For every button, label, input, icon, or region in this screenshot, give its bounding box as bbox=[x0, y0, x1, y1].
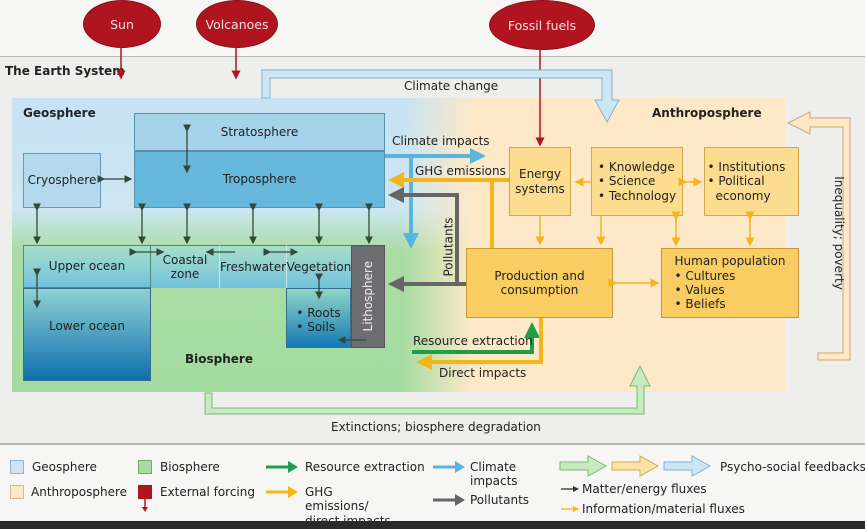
resource-extraction-arrow bbox=[412, 322, 540, 354]
upper-ocean-label: Upper ocean bbox=[48, 259, 126, 274]
lower-ocean-box: Lower ocean bbox=[23, 288, 151, 381]
political-economy-label: Political economy bbox=[715, 174, 771, 203]
beliefs-item: • Beliefs bbox=[674, 297, 726, 312]
inequality-label: Inequality; poverty bbox=[831, 176, 846, 290]
legend-biosphere-swatch bbox=[138, 460, 152, 474]
geosphere-title: Geosphere bbox=[23, 106, 96, 120]
sun-oval: Sun bbox=[83, 0, 161, 48]
direct-impacts-arrow bbox=[416, 318, 543, 370]
roots-item: • Roots bbox=[296, 305, 341, 320]
soils-item: • Soils bbox=[296, 320, 336, 334]
lithosphere-box: Lithosphere bbox=[351, 245, 385, 348]
values-item: • Values bbox=[674, 283, 725, 297]
legend-matter-energy-icon bbox=[561, 486, 579, 492]
biosphere-title: Biosphere bbox=[185, 352, 253, 366]
anthroposphere-title: Anthroposphere bbox=[652, 106, 762, 120]
earth-system-title: The Earth System bbox=[5, 64, 125, 78]
pollutants-troposphere-arrow bbox=[388, 187, 459, 283]
knowledge-label: Knowledge bbox=[608, 159, 675, 174]
cultures-item: • Cultures bbox=[674, 268, 736, 283]
legend-anthroposphere-label: Anthroposphere bbox=[31, 485, 128, 499]
legend-external-forcing-label: External forcing bbox=[160, 485, 255, 499]
institutions-item: • Institutions bbox=[707, 159, 786, 174]
extinctions-label: Extinctions; biosphere degradation bbox=[331, 420, 541, 434]
legend-resource-extraction-label: Resource extraction bbox=[305, 460, 425, 474]
knowledge-list: • Knowledge • Science • Technology bbox=[598, 160, 676, 203]
fossil-fuels-label: Fossil fuels bbox=[507, 17, 577, 33]
stratosphere-box: Stratosphere bbox=[134, 113, 385, 151]
political-economy-item: • Political economy bbox=[707, 174, 771, 203]
energy-systems-label: Energy systems bbox=[515, 167, 565, 196]
soils-label: Soils bbox=[307, 320, 336, 334]
volcanoes-oval: Volcanoes bbox=[196, 0, 278, 48]
legend-pollutants-icon bbox=[433, 494, 465, 506]
cryosphere-box: Cryosphere bbox=[23, 153, 101, 208]
technology-item: • Technology bbox=[597, 188, 677, 203]
legend-climate-impacts-icon bbox=[433, 461, 465, 473]
extinctions-feedback-arrow bbox=[204, 364, 651, 415]
knowledge-box: • Knowledge • Science • Technology bbox=[591, 147, 683, 216]
information-flux-arrows bbox=[535, 177, 755, 288]
science-item: • Science bbox=[597, 174, 656, 189]
institutions-list: • Institutions • Political economy bbox=[708, 160, 796, 203]
legend-psycho-social-icons bbox=[559, 455, 712, 477]
climate-impacts-label: Climate impacts bbox=[392, 134, 490, 148]
legend-psycho-social-label: Psycho-social feedbacks bbox=[720, 460, 865, 474]
ghg-emissions-label: GHG emissions bbox=[415, 164, 506, 178]
legend-information-material-label: Information/material fluxes bbox=[582, 502, 745, 516]
legend-biosphere-label: Biosphere bbox=[160, 460, 220, 474]
troposphere-box: Troposphere bbox=[134, 151, 385, 208]
knowledge-item: • Knowledge bbox=[597, 159, 675, 174]
legend-ghg-icon bbox=[266, 486, 298, 498]
production-consumption-box: Production and consumption bbox=[466, 248, 613, 318]
sun-label: Sun bbox=[110, 16, 134, 32]
values-label: Values bbox=[685, 283, 725, 297]
stratosphere-label: Stratosphere bbox=[220, 124, 299, 139]
roots-soils-list: • Roots • Soils bbox=[296, 306, 340, 335]
climate-change-feedback-arrow bbox=[261, 69, 620, 124]
climate-change-label: Climate change bbox=[404, 79, 499, 93]
resource-extraction-label: Resource extraction bbox=[413, 334, 533, 348]
roots-label: Roots bbox=[307, 305, 341, 320]
science-label: Science bbox=[608, 174, 656, 189]
legend-geosphere-label: Geosphere bbox=[32, 460, 97, 474]
volcanoes-label: Volcanoes bbox=[205, 16, 269, 32]
cultures-label: Cultures bbox=[685, 268, 736, 283]
troposphere-label: Troposphere bbox=[222, 172, 297, 187]
energy-systems-box: Energy systems bbox=[509, 147, 571, 216]
human-population-list: Human population • Cultures • Values • B… bbox=[675, 254, 786, 312]
legend-forcing-arrow-icon bbox=[142, 499, 148, 512]
geosphere-exchange-arrows bbox=[33, 124, 373, 309]
fossil-fuels-oval: Fossil fuels bbox=[489, 0, 595, 50]
legend-pollutants-label: Pollutants bbox=[470, 493, 530, 507]
legend-anthroposphere-swatch bbox=[10, 485, 24, 499]
legend-resource-extraction-icon bbox=[266, 461, 298, 473]
direct-impacts-label: Direct impacts bbox=[439, 366, 527, 380]
inequality-feedback-arrow bbox=[786, 111, 851, 361]
vegetation-label: Vegetation bbox=[286, 259, 352, 274]
institutions-label: Institutions bbox=[718, 159, 786, 174]
legend-information-material-icon bbox=[561, 506, 579, 512]
bottom-bar bbox=[0, 521, 865, 529]
legend: Geosphere Anthroposphere Biosphere Exter… bbox=[0, 446, 865, 528]
lower-ocean-label: Lower ocean bbox=[48, 319, 126, 334]
human-population-box: Human population • Cultures • Values • B… bbox=[661, 248, 799, 318]
coastal-zone-label: Coastal zone bbox=[162, 252, 208, 281]
beliefs-label: Beliefs bbox=[685, 297, 726, 312]
production-label: Production and consumption bbox=[494, 268, 585, 297]
institutions-box: • Institutions • Political economy bbox=[704, 147, 799, 216]
technology-label: Technology bbox=[608, 188, 677, 203]
legend-climate-impacts-label: Climate impacts bbox=[470, 460, 518, 489]
freshwater-label: Freshwater bbox=[219, 259, 287, 274]
human-population-title: Human population bbox=[674, 254, 786, 269]
legend-geosphere-swatch bbox=[10, 460, 24, 474]
legend-matter-energy-label: Matter/energy fluxes bbox=[582, 482, 707, 496]
cryosphere-label: Cryosphere bbox=[27, 173, 97, 188]
legend-external-forcing-swatch bbox=[138, 485, 152, 499]
pollutants-label: Pollutants bbox=[441, 217, 456, 277]
